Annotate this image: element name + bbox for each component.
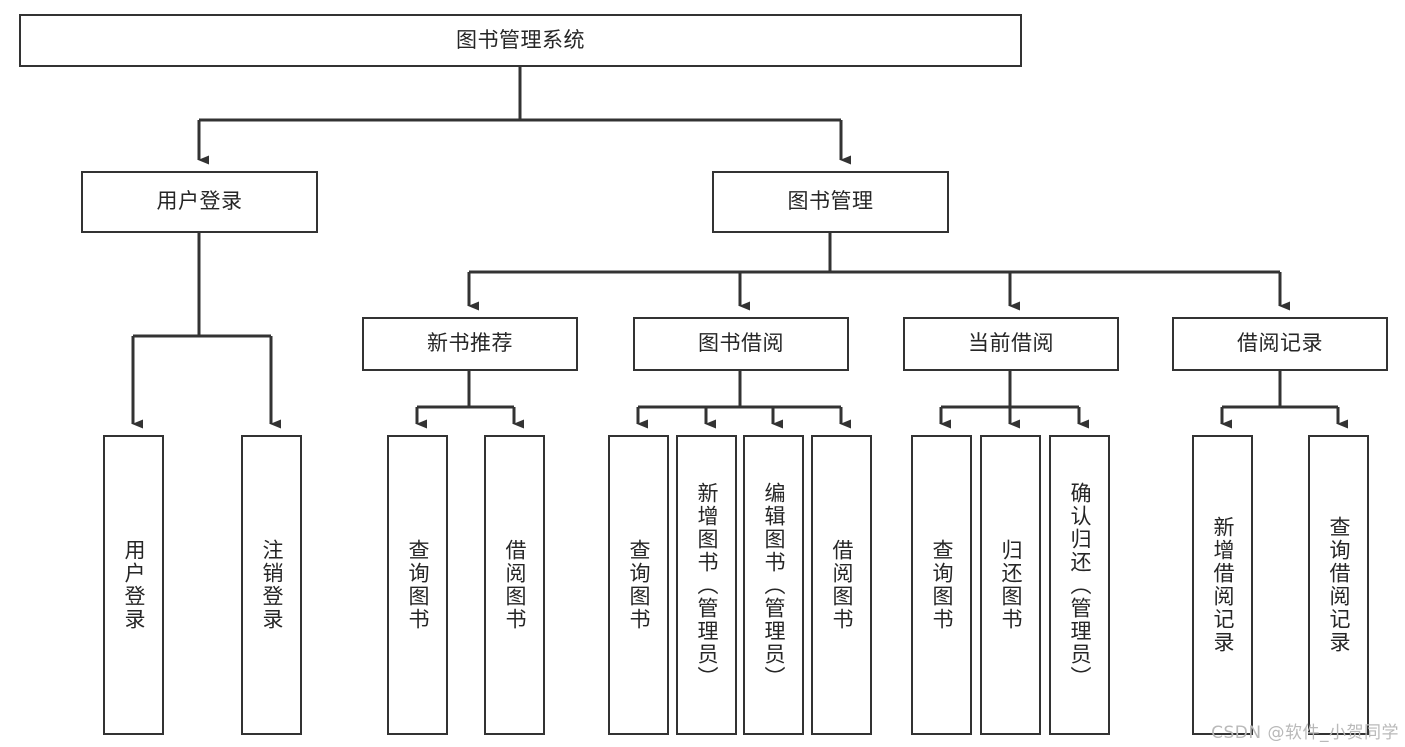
node-borrow-record[interactable]: 借阅记录 <box>1172 317 1388 371</box>
node-leaf-user-login-label: 用户登录 <box>122 539 147 631</box>
node-leaf-confirm-return-label: 确认归还（管理员） <box>1068 481 1093 689</box>
node-leaf-query-book-2[interactable]: 查询图书 <box>608 435 669 735</box>
node-leaf-return-book-label: 归还图书 <box>999 539 1024 631</box>
node-borrow-record-label: 借阅记录 <box>1237 331 1323 356</box>
node-leaf-borrow-book-1-label: 借阅图书 <box>503 539 528 631</box>
node-leaf-add-record[interactable]: 新增借阅记录 <box>1192 435 1253 735</box>
node-leaf-query-record-label: 查询借阅记录 <box>1327 516 1352 654</box>
node-current-borrow[interactable]: 当前借阅 <box>903 317 1119 371</box>
node-book-manage-label: 图书管理 <box>787 189 874 214</box>
node-leaf-logout[interactable]: 注销登录 <box>241 435 302 735</box>
node-new-book-recommend[interactable]: 新书推荐 <box>362 317 578 371</box>
node-leaf-borrow-book-1[interactable]: 借阅图书 <box>484 435 545 735</box>
node-leaf-add-record-label: 新增借阅记录 <box>1211 516 1236 654</box>
node-leaf-logout-label: 注销登录 <box>260 539 285 631</box>
node-leaf-borrow-book-2-label: 借阅图书 <box>830 539 855 631</box>
csdn-watermark: CSDN @软件_小贺同学 <box>1211 723 1399 743</box>
node-leaf-edit-book[interactable]: 编辑图书（管理员） <box>743 435 804 735</box>
node-root-label: 图书管理系统 <box>456 27 585 52</box>
node-leaf-borrow-book-2[interactable]: 借阅图书 <box>811 435 872 735</box>
node-leaf-edit-book-label: 编辑图书（管理员） <box>762 481 787 689</box>
node-leaf-add-book[interactable]: 新增图书（管理员） <box>676 435 737 735</box>
node-leaf-query-book-3[interactable]: 查询图书 <box>911 435 972 735</box>
node-leaf-query-book-1[interactable]: 查询图书 <box>387 435 448 735</box>
node-leaf-query-book-3-label: 查询图书 <box>930 539 955 631</box>
node-user-login[interactable]: 用户登录 <box>81 171 318 233</box>
node-book-borrow-label: 图书借阅 <box>698 331 784 356</box>
node-leaf-confirm-return[interactable]: 确认归还（管理员） <box>1049 435 1110 735</box>
node-book-borrow[interactable]: 图书借阅 <box>633 317 849 371</box>
node-leaf-query-book-2-label: 查询图书 <box>627 539 652 631</box>
node-leaf-user-login[interactable]: 用户登录 <box>103 435 164 735</box>
node-book-manage[interactable]: 图书管理 <box>712 171 949 233</box>
node-user-login-label: 用户登录 <box>156 189 243 214</box>
node-current-borrow-label: 当前借阅 <box>968 331 1054 356</box>
node-leaf-query-book-1-label: 查询图书 <box>406 539 431 631</box>
node-leaf-add-book-label: 新增图书（管理员） <box>695 481 720 689</box>
node-leaf-query-record[interactable]: 查询借阅记录 <box>1308 435 1369 735</box>
node-new-book-recommend-label: 新书推荐 <box>427 331 513 356</box>
node-leaf-return-book[interactable]: 归还图书 <box>980 435 1041 735</box>
node-root[interactable]: 图书管理系统 <box>19 14 1022 67</box>
